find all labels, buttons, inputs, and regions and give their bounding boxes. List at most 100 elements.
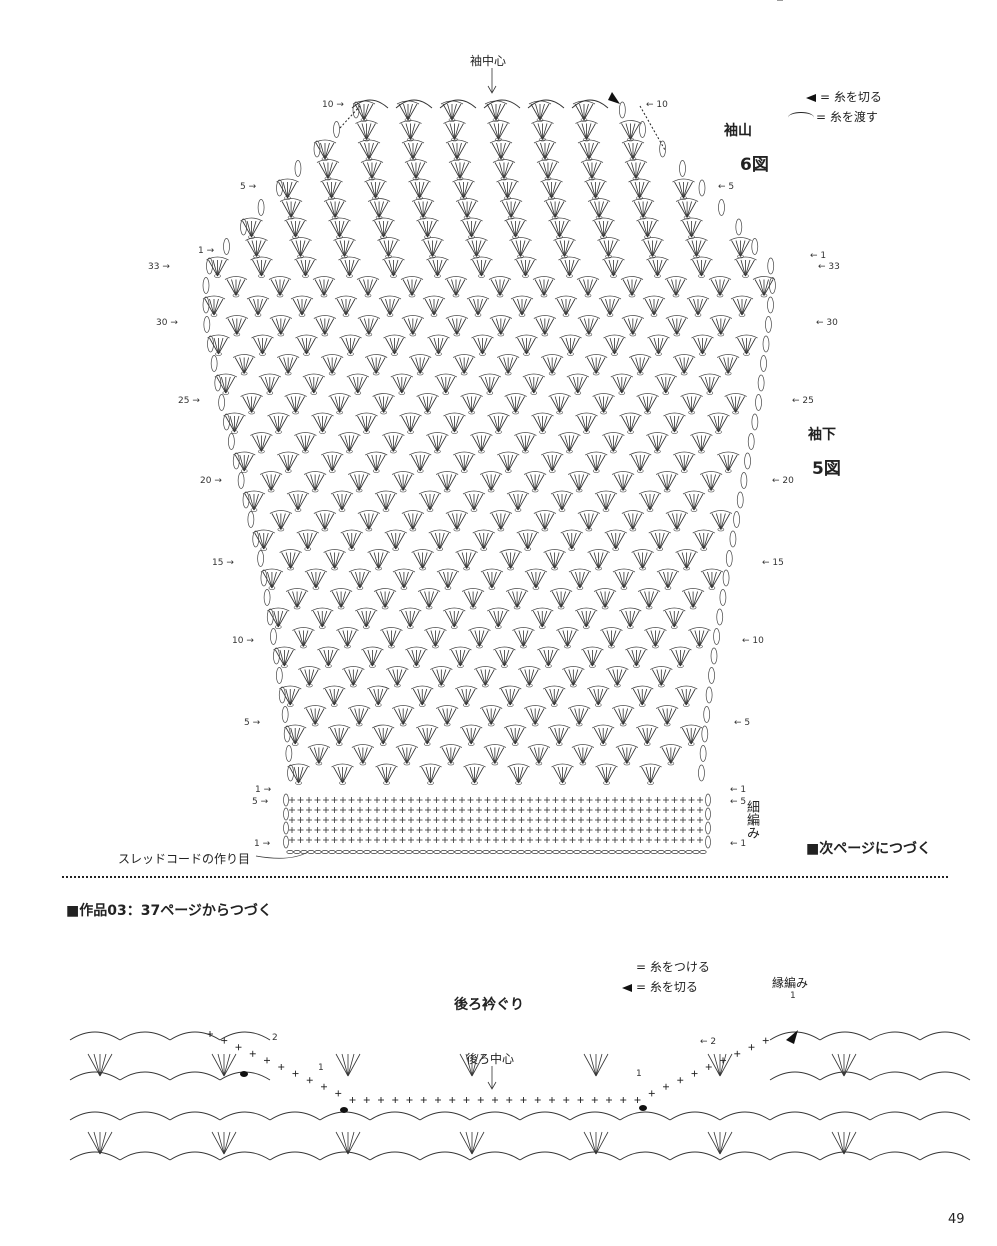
fan-stitch: [604, 529, 627, 551]
fan-stitch: [434, 373, 458, 395]
chain-stitch: [517, 850, 525, 854]
fan-stitch: [540, 178, 563, 200]
fan-stitch: [543, 685, 566, 707]
right-row-number: ← 15: [762, 558, 784, 568]
fan-stitch: [290, 295, 314, 317]
single-crochet: [425, 797, 431, 803]
single-crochet: [450, 817, 457, 823]
single-crochet: [620, 797, 627, 803]
single-crochet: [680, 817, 686, 823]
fan-stitch: [536, 159, 560, 181]
edge-loop: [207, 335, 214, 353]
single-crochet: [527, 797, 533, 803]
single-crochet: [569, 817, 576, 823]
fan-stitch: [295, 334, 318, 356]
fan-stitch: [401, 510, 425, 532]
single-crochet: [603, 827, 610, 833]
fan-stitch: [567, 471, 591, 493]
single-crochet: [484, 797, 491, 803]
chain-stitch: [335, 850, 343, 854]
single-crochet: [595, 797, 601, 803]
single-crochet: [374, 827, 380, 833]
fan-stitch: [455, 685, 478, 707]
chain-arc: [69, 1151, 121, 1161]
single-crochet: [340, 797, 346, 803]
fan-stitch: [312, 276, 336, 298]
fan-stitch: [592, 393, 615, 415]
fan-stitch: [452, 354, 476, 376]
single-crochet: [476, 827, 482, 833]
single-crochet: [306, 797, 312, 803]
chain-stitch: [622, 850, 630, 854]
single-crochet: [314, 827, 321, 833]
chain-arc: [519, 1111, 571, 1121]
edge-loop: [718, 199, 725, 216]
fan-stitch: [364, 178, 387, 200]
fan-stitch: [416, 724, 439, 746]
single-crochet: [527, 837, 533, 843]
single-crochet: [506, 1097, 513, 1103]
edge-loop: [699, 745, 707, 762]
edge-loop: [285, 745, 293, 762]
fan-stitch: [541, 451, 564, 473]
chain-arc: [119, 1031, 171, 1041]
fan-stitch: [232, 354, 256, 376]
single-crochet: [459, 797, 465, 803]
collar-row-number: ← 2: [700, 1037, 716, 1047]
fan-stitch: [430, 666, 453, 688]
edge-loop: [273, 647, 280, 665]
fan-stitch: [686, 295, 710, 317]
fan-stitch: [471, 334, 494, 356]
fan-stitch: [682, 490, 706, 512]
fan-stitch: [621, 139, 645, 161]
fan-stitch: [375, 763, 398, 785]
fan-stitch: [638, 490, 662, 512]
cap-scallop: [395, 99, 433, 109]
single-crochet: [297, 807, 304, 813]
fan-stitch: [328, 217, 351, 239]
edge-loop: [719, 589, 727, 606]
fan-stitch: [562, 666, 585, 688]
fan-stitch: [505, 588, 529, 610]
fan-stitch: [408, 354, 432, 376]
single-crochet: [677, 1077, 684, 1084]
fan-stitch: [685, 237, 708, 259]
fan-stitch: [452, 178, 475, 200]
single-crochet: [762, 1037, 769, 1044]
edge-loop: [232, 452, 240, 470]
fan-stitch: [439, 744, 463, 766]
fan-stitch: [391, 471, 415, 493]
single-crochet: [663, 817, 669, 823]
fan-stitch: [587, 549, 610, 571]
fan-stitch: [499, 549, 522, 571]
fan-stitch: [460, 724, 483, 746]
single-crochet: [435, 1097, 441, 1103]
single-crochet: [586, 797, 593, 803]
single-crochet: [314, 797, 321, 803]
collar-fan: [707, 1053, 733, 1077]
chain-stitch: [559, 850, 567, 854]
single-crochet: [586, 837, 593, 843]
single-crochet: [520, 1097, 527, 1103]
chain-arc: [119, 1071, 171, 1081]
edge-loop: [760, 355, 767, 372]
join-thread-icon: [622, 963, 632, 972]
chain-stitch: [461, 850, 469, 854]
fan-stitch: [527, 744, 551, 766]
fan-stitch: [691, 334, 714, 356]
single-crochet: [561, 807, 567, 813]
fan-stitch: [580, 159, 604, 181]
edge-loop: [701, 725, 709, 743]
fan-stitch: [320, 178, 343, 200]
fan-stitch: [472, 529, 495, 551]
fan-stitch: [284, 724, 307, 746]
legend-cut: = 糸を切る: [806, 88, 882, 105]
single-crochet: [207, 1031, 213, 1037]
edge-loop: [202, 296, 210, 314]
collar-row-number: 1: [636, 1069, 642, 1079]
single-crochet: [476, 837, 482, 843]
single-crochet: [408, 827, 414, 833]
single-crochet: [399, 827, 406, 833]
single-crochet: [467, 797, 474, 803]
single-crochet: [433, 797, 440, 803]
